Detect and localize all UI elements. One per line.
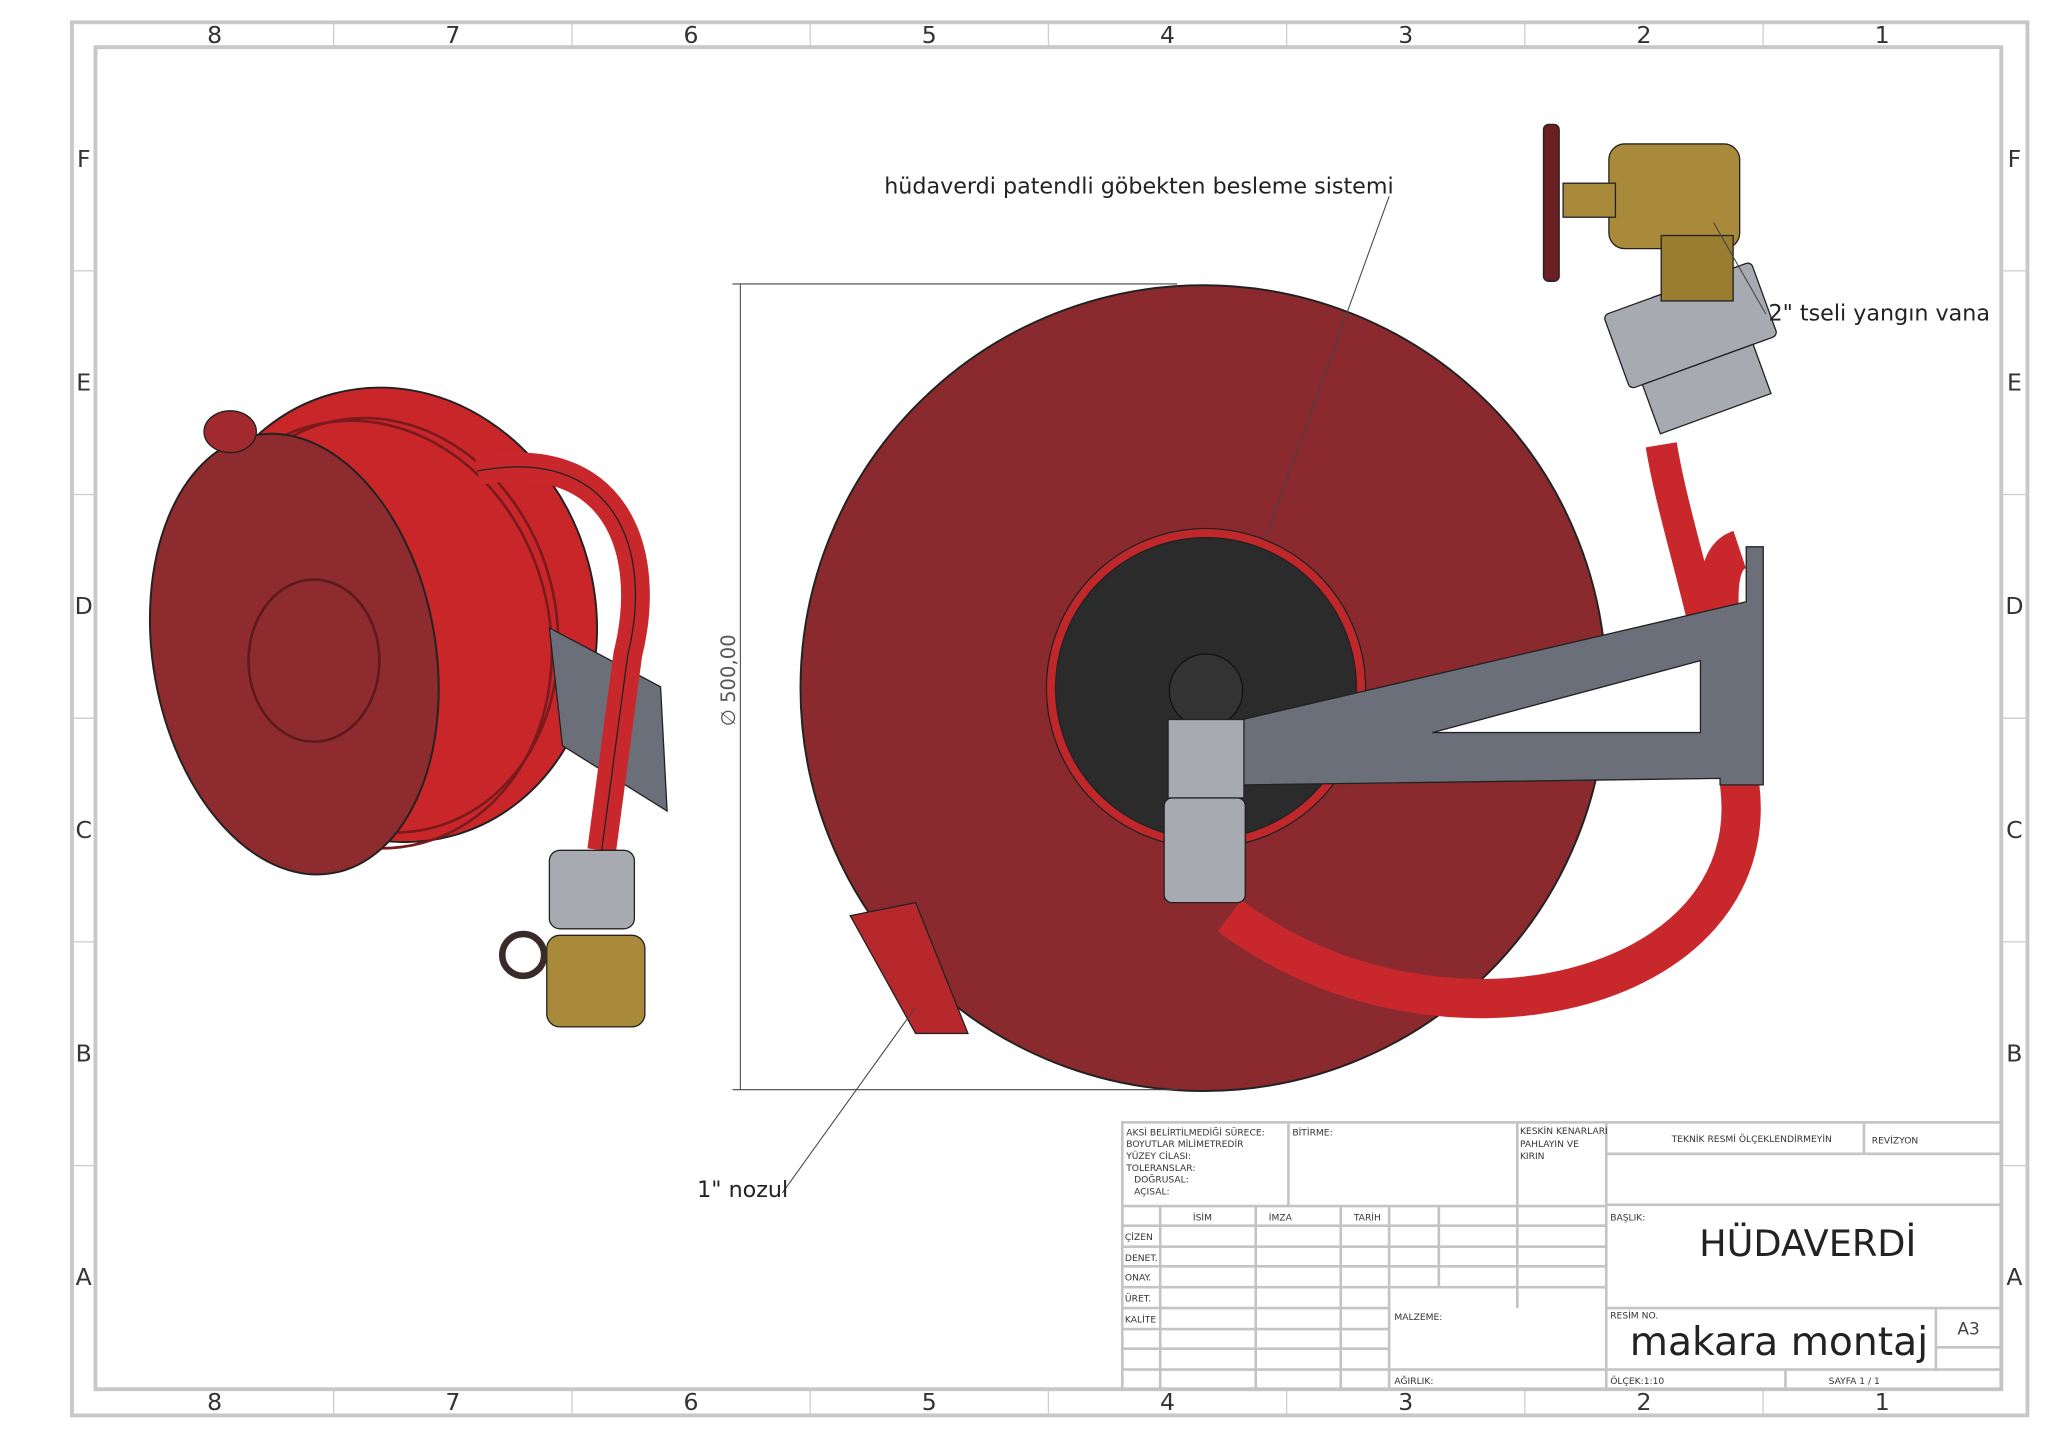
feed-system-label: hüdaverdi patendli göbekten besleme sist… bbox=[884, 174, 1393, 200]
zone-row-label: C bbox=[2006, 816, 2022, 844]
zone-row-label: E bbox=[76, 369, 91, 397]
diameter-dimension: ∅ 500,00 bbox=[717, 634, 740, 726]
col-header: TARİH bbox=[1353, 1212, 1381, 1223]
hose bbox=[1217, 530, 1761, 1019]
front-view: ∅ 500,00 hüdaverdi patendli göbekten bes… bbox=[697, 123, 1990, 1203]
zone-row-label: F bbox=[77, 145, 91, 173]
zone-row-label: E bbox=[2007, 369, 2022, 397]
zone-column-label: 7 bbox=[445, 21, 460, 49]
col-header: İSİM bbox=[1193, 1212, 1212, 1223]
edges-note: KIRIN bbox=[1520, 1152, 1545, 1162]
zone-column-label: 3 bbox=[1398, 21, 1413, 49]
zone-column-label: 8 bbox=[207, 1388, 222, 1416]
isometric-view bbox=[148, 386, 668, 1028]
nozzle-label: 1" nozul bbox=[697, 1177, 788, 1203]
zone-row-label: B bbox=[76, 1040, 92, 1068]
zone-row-label: D bbox=[75, 592, 93, 620]
col-header: İMZA bbox=[1269, 1212, 1293, 1223]
note-line: AKSİ BELİRTİLMEDİĞİ SÜRECE: bbox=[1126, 1126, 1264, 1138]
zone-column-label: 5 bbox=[922, 21, 937, 49]
zone-column-label: 1 bbox=[1875, 1388, 1890, 1416]
do-not-scale-note: TEKNİK RESMİ ÖLÇEKLENDİRMEYİN bbox=[1671, 1134, 1832, 1145]
valve-label: 2" tseli yangın vana bbox=[1768, 301, 1990, 327]
zone-column-label: 6 bbox=[684, 1388, 699, 1416]
zone-row-label: C bbox=[75, 816, 91, 844]
edges-note: PAHLAYIN VE bbox=[1520, 1140, 1579, 1150]
drawing-no-label: RESİM NO. bbox=[1610, 1311, 1658, 1322]
zone-column-label: 7 bbox=[445, 1388, 460, 1416]
zone-column-label: 4 bbox=[1160, 1388, 1175, 1416]
zone-row-label: A bbox=[2006, 1263, 2022, 1291]
drawing-title: HÜDAVERDİ bbox=[1699, 1222, 1916, 1265]
zone-row-label: A bbox=[76, 1263, 92, 1291]
zone-row-label: D bbox=[2005, 592, 2023, 620]
title-block: AKSİ BELİRTİLMEDİĞİ SÜRECE: BOYUTLAR MİL… bbox=[1120, 1121, 2003, 1391]
row-label: ÜRET. bbox=[1125, 1294, 1151, 1305]
sheet-size: A3 bbox=[1957, 1319, 1979, 1339]
zone-column-label: 1 bbox=[1875, 21, 1890, 49]
row-label: ÇİZEN bbox=[1125, 1232, 1153, 1243]
drawing-number: makara montaj bbox=[1630, 1320, 1928, 1365]
row-label: DENET. bbox=[1125, 1254, 1158, 1264]
zone-column-label: 4 bbox=[1160, 21, 1175, 49]
zone-column-label: 5 bbox=[922, 1388, 937, 1416]
zone-row-label: F bbox=[2008, 145, 2022, 173]
finish-label: BİTİRME: bbox=[1292, 1127, 1332, 1138]
zone-column-label: 2 bbox=[1636, 21, 1651, 49]
note-line: YÜZEY CİLASI: bbox=[1125, 1151, 1191, 1162]
note-line: DOĞRUSAL: bbox=[1134, 1174, 1189, 1186]
row-label: KALİTE bbox=[1125, 1315, 1156, 1326]
edges-note: KESKİN KENARLARI bbox=[1520, 1126, 1608, 1137]
row-label: ONAY. bbox=[1125, 1274, 1151, 1284]
zone-column-label: 3 bbox=[1398, 1388, 1413, 1416]
note-line: TOLERANSLAR: bbox=[1125, 1164, 1195, 1174]
weight-label: AĞIRLIK: bbox=[1394, 1375, 1433, 1387]
revision-label: REVİZYON bbox=[1872, 1135, 1918, 1146]
title-label: BAŞLIK: bbox=[1610, 1213, 1645, 1223]
zone-column-label: 6 bbox=[684, 21, 699, 49]
sheet-number: SAYFA 1 / 1 bbox=[1829, 1377, 1880, 1387]
note-line: BOYUTLAR MİLİMETREDİR bbox=[1126, 1139, 1244, 1150]
note-line: AÇISAL: bbox=[1134, 1187, 1170, 1197]
scale-label: ÖLÇEK:1:10 bbox=[1610, 1376, 1664, 1387]
material-label: MALZEME: bbox=[1394, 1313, 1442, 1323]
zone-row-label: B bbox=[2006, 1040, 2022, 1068]
zone-column-label: 2 bbox=[1636, 1388, 1651, 1416]
zone-column-label: 8 bbox=[207, 21, 222, 49]
